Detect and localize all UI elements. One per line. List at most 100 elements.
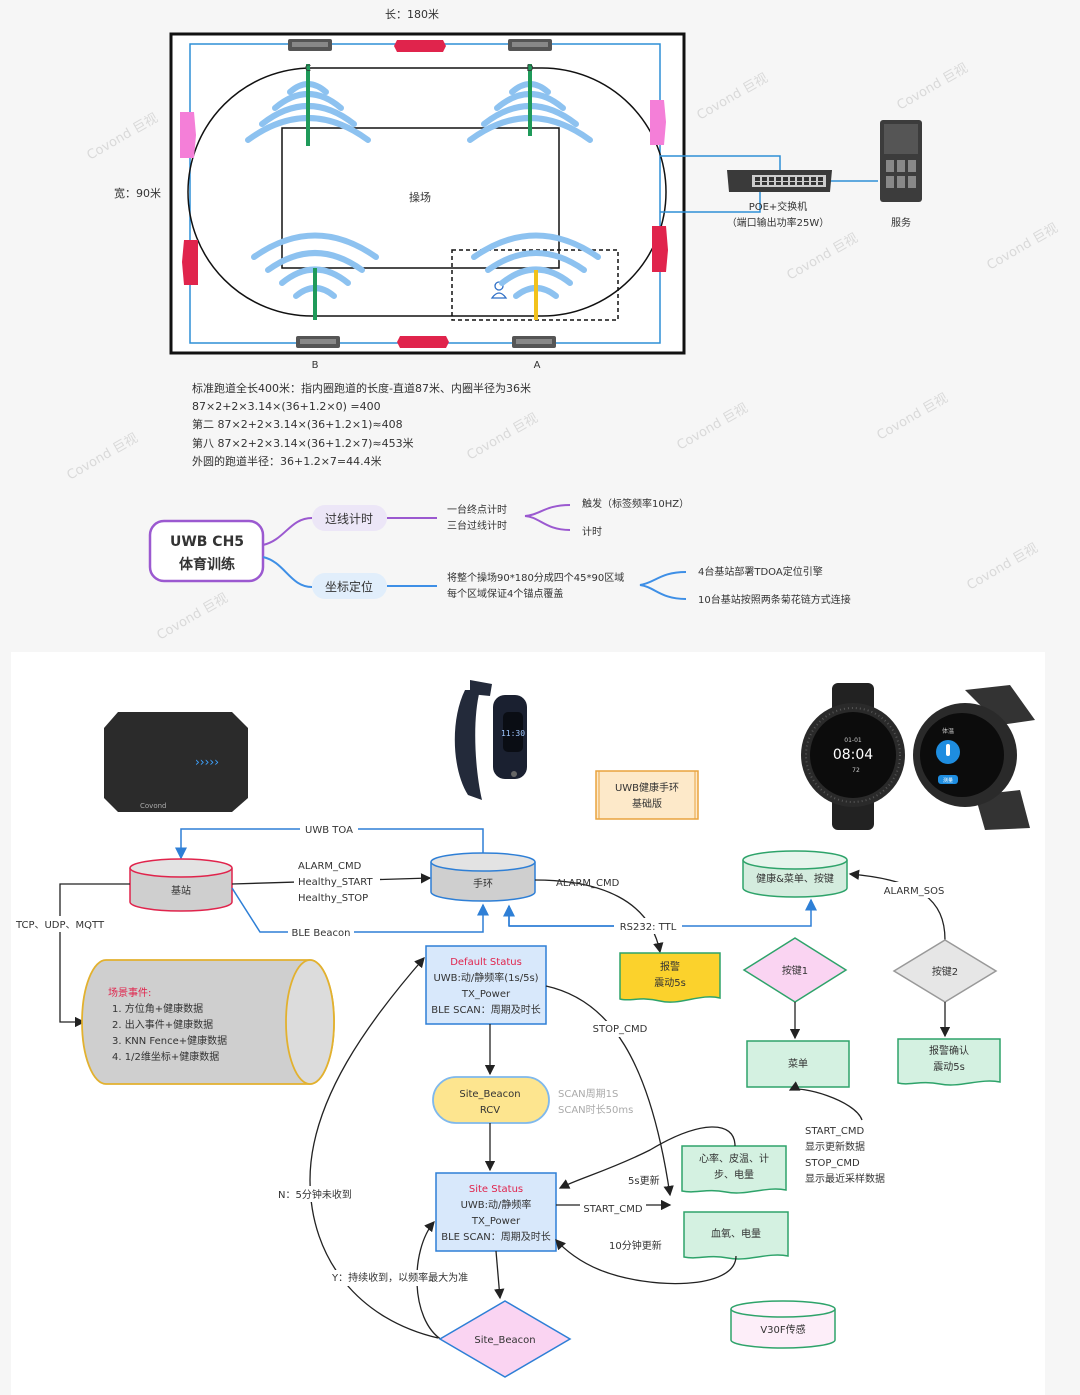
v30f-node: V30F传感 [730, 1300, 836, 1349]
n-label: N：5分钟未收到 [278, 1188, 352, 1201]
y-label: Y：持续收到，以频率最大为准 [331, 1271, 468, 1284]
pink-anchor-right [650, 100, 666, 145]
station-c-label: C [305, 64, 311, 74]
default-status-node [425, 945, 547, 1025]
watermark-text: Covond 巨视 [785, 231, 861, 284]
heart-data-node [681, 1145, 787, 1194]
mindmap: UWB CH5 体育训练 过线计时 坐标定位 一台终点计时 三台过线计时 触发（… [148, 497, 851, 606]
key2-label: 按键2 [932, 965, 958, 978]
branch-crossing-time [312, 505, 387, 531]
watermark-text: Covond 巨视 [675, 401, 751, 454]
note-line: 87×2+2×3.14×(36+1.2×0) =400 [192, 400, 381, 413]
basic-band-line2: 基础版 [632, 797, 662, 810]
default-status-title: Default Status [450, 957, 522, 968]
svg-text:›››››: ››››› [195, 755, 219, 769]
scan-note-line2: SCAN时长50ms [558, 1104, 633, 1116]
alarm-vibrate-line2: 震动5s [654, 977, 686, 989]
ble-beacon-link [231, 887, 489, 933]
start-note-line: STOP_CMD [805, 1158, 860, 1169]
alarm-confirm-line2: 震动5s [933, 1061, 965, 1073]
red-anchor-left [182, 240, 198, 285]
red-anchor-right [652, 226, 668, 272]
branch1-leaf2: 计时 [582, 525, 602, 538]
length-label: 长：180米 [385, 8, 439, 21]
menu-node [746, 1040, 850, 1088]
smartwatch-2-icon: 体温 测量 [913, 685, 1035, 830]
menu-label: 菜单 [788, 1058, 808, 1070]
watermark-text: Covond 巨视 [985, 221, 1061, 274]
server-icon [880, 120, 922, 202]
branch2-desc1: 将整个操场90*180分成四个45*90区域 [447, 571, 624, 584]
uwb-toa-label: UWB TOA [305, 825, 353, 836]
watch2-button: 测量 [943, 777, 953, 784]
key1-label: 按键1 [782, 964, 808, 977]
cmd-line-3: Healthy_STOP [298, 893, 368, 904]
band-label: 手环 [473, 877, 493, 890]
switch-sub-label: （端口输出功率25W） [727, 216, 830, 229]
tcp-label: TCP、UDP、MQTT [15, 920, 105, 931]
site-beacon-node [438, 1300, 572, 1378]
uplink-cable [660, 155, 781, 172]
scene-title: 场景事件: [108, 986, 151, 999]
site-beacon-rcv-line1: Site_Beacon [459, 1089, 520, 1100]
site-status-line: UWB:动/静频率 [461, 1198, 532, 1211]
scene-item: 3. KNN Fence+健康数据 [112, 1034, 227, 1047]
basic-band-box [595, 770, 699, 820]
heart-data-line2: 步、电量 [714, 1168, 754, 1181]
wristband-icon: 11:30 [454, 680, 527, 800]
alarm-confirm-node [897, 1038, 1001, 1086]
mindmap-root-line2: 体育训练 [179, 556, 235, 573]
branch1-leaf1: 触发（标签频率10HZ） [582, 497, 689, 510]
running-track [187, 67, 667, 317]
station-a-label: A [534, 360, 541, 371]
tcp-link [59, 883, 130, 1028]
branch1-desc2: 三台过线计时 [447, 519, 507, 532]
watermark-text: Covond 巨视 [875, 391, 951, 444]
ble-beacon-label: BLE Beacon [291, 928, 350, 939]
base-station-node: 基站 [129, 858, 233, 912]
update-5s-link [558, 1126, 736, 1189]
cmd-line-2: Healthy_START [298, 877, 373, 888]
branch-coordinate-label: 坐标定位 [325, 579, 373, 594]
health-menu-node: 健康&菜单、按键 [742, 850, 848, 898]
alarm-vibrate-line1: 报警 [660, 960, 680, 973]
basic-band-line1: UWB健康手环 [615, 781, 679, 794]
start-note-line: 显示更新数据 [805, 1140, 865, 1153]
mindmap-root-line1: UWB CH5 [170, 534, 244, 550]
note-line: 外圆的跑道半径：36+1.2×7=44.4米 [192, 454, 382, 468]
poe-switch-icon [727, 170, 832, 192]
watch-time: 08:04 [833, 747, 873, 763]
field-frame [169, 32, 686, 355]
v30f-label: V30F传感 [760, 1323, 805, 1336]
rs232-label: RS232: TTL [620, 922, 677, 933]
alarm-cmd-link [534, 879, 664, 954]
update-5s-label: 5s更新 [628, 1174, 660, 1187]
site-status-to-beacon [494, 1250, 505, 1300]
branch-coordinate [312, 573, 387, 599]
site-status-node [435, 1172, 557, 1252]
branch1-desc1: 一台终点计时 [447, 503, 507, 516]
red-anchor-bottom [397, 336, 449, 348]
track-notes: 标准跑道全长400米：指内圈跑道的长度-直道87米、内圈半径为36米 87×2+… [192, 381, 531, 468]
watermark-text: Covond 巨视 [695, 71, 771, 124]
watermark-text: Covond 巨视 [895, 61, 971, 114]
cmd-line-1: ALARM_CMD [298, 861, 362, 872]
scene-item: 4. 1/2维坐标+健康数据 [112, 1050, 219, 1063]
watermark-text: Covond 巨视 [465, 411, 541, 464]
site-status-title: Site Status [469, 1184, 523, 1195]
note-line: 标准跑道全长400米：指内圈跑道的长度-直道87米、内圈半径为36米 [192, 381, 531, 395]
playground-label: 操场 [409, 190, 431, 204]
site-status-line: TX_Power [471, 1216, 521, 1227]
station-b-label: B [312, 360, 319, 371]
branch2-desc2: 每个区域保证4个锚点覆盖 [447, 587, 563, 600]
blood-data-node [683, 1211, 789, 1260]
alarm-cmd-label: ALARM_CMD [556, 878, 620, 889]
anchor-devices [288, 39, 556, 348]
branch2-leaf1: 4台基站部署TDOA定位引擎 [698, 565, 823, 578]
site-beacon-rcv-line2: RCV [480, 1105, 500, 1116]
smartwatch-1-icon: 01-01 08:04 72 [801, 683, 905, 830]
default-status-line: UWB:动/静频率(1s/5s) [433, 971, 538, 984]
server-label: 服务 [891, 216, 911, 229]
width-label: 宽：90米 [114, 186, 161, 200]
